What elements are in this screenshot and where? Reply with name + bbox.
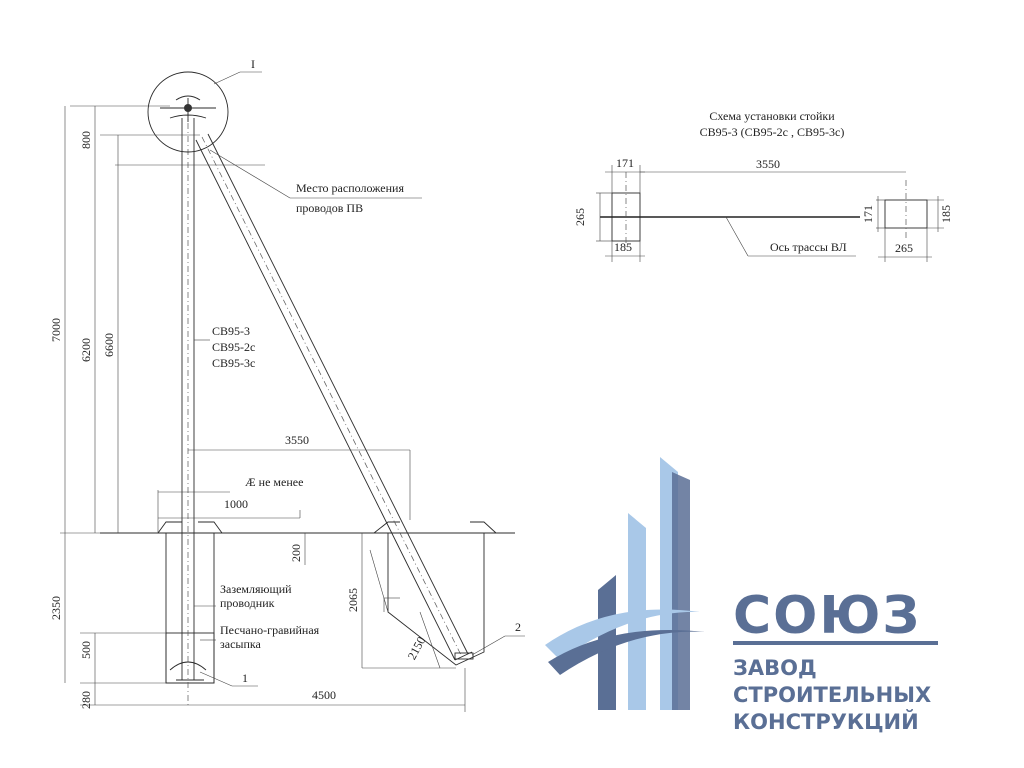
main-drawing: I 7000 800 6200 6600 2350 — [49, 57, 525, 712]
wires-location-label: Место расположения проводов ПВ — [209, 149, 422, 215]
min-1000-note: Æ не менее 1000 — [158, 475, 303, 519]
svg-text:3550: 3550 — [285, 433, 309, 447]
svg-text:1: 1 — [242, 671, 248, 685]
svg-text:265: 265 — [573, 208, 587, 226]
strut-foundation — [369, 521, 497, 666]
callout-1: 1 — [199, 671, 258, 687]
svg-text:171: 171 — [616, 156, 634, 170]
svg-text:Заземляющий: Заземляющий — [220, 582, 292, 596]
svg-text:проводов ПВ: проводов ПВ — [296, 201, 363, 215]
dim-4500: 4500 — [188, 668, 466, 712]
logo-bar-4 — [672, 472, 690, 710]
dim-3550-main: 3550 — [188, 433, 411, 520]
callout-2: 2 — [471, 620, 525, 656]
post-types-label: СВ95-3 СВ95-2с СВ95-3с — [194, 324, 255, 370]
dim-2350: 2350 — [49, 596, 63, 620]
detail-callout-circle: I — [147, 57, 262, 153]
dim-280: 280 — [79, 691, 93, 709]
svg-text:2065: 2065 — [346, 588, 360, 612]
dim-500: 500 — [79, 641, 93, 659]
svg-text:Æ не менее: Æ не менее — [245, 475, 303, 489]
plan-title-line2: СВ95-3 (СВ95-2с , СВ95-3с) — [700, 125, 845, 139]
svg-text:185: 185 — [614, 240, 632, 254]
svg-text:4500: 4500 — [312, 688, 336, 702]
svg-text:200: 200 — [289, 544, 303, 562]
ground-conductor-label: Заземляющий проводник — [194, 582, 292, 610]
svg-text:2150: 2150 — [405, 634, 429, 662]
svg-text:185: 185 — [939, 205, 953, 223]
logo-line1: ЗАВОД — [733, 656, 817, 680]
dim-6200: 6200 — [79, 338, 93, 362]
plan-scheme: Схема установки стойки СВ95-3 (СВ95-2с ,… — [573, 109, 953, 262]
dim-800: 800 — [79, 131, 93, 149]
svg-text:проводник: проводник — [220, 596, 275, 610]
dim-200: 200 — [289, 533, 306, 565]
svg-text:1000: 1000 — [224, 497, 248, 511]
dim-7000: 7000 — [49, 318, 63, 342]
main-post — [169, 110, 207, 705]
company-logo: СОЮЗ ЗАВОД СТРОИТЕЛЬНЫХ КОНСТРУКЦИЙ — [545, 457, 938, 734]
svg-text:Место расположения: Место расположения — [296, 181, 404, 195]
route-axis-label: Ось трассы ВЛ — [770, 240, 847, 254]
svg-text:засыпка: засыпка — [220, 637, 262, 651]
plan-title-line1: Схема установки стойки — [709, 109, 835, 123]
logo-line2: СТРОИТЕЛЬНЫХ — [733, 683, 931, 707]
svg-text:Песчано-гравийная: Песчано-гравийная — [220, 623, 320, 637]
dim-6600: 6600 — [102, 333, 116, 357]
svg-text:265: 265 — [895, 241, 913, 255]
strut-pit-dimensions: 2065 2150 — [346, 533, 456, 669]
svg-text:СВ95-2с: СВ95-2с — [212, 340, 255, 354]
logo-divider — [733, 641, 938, 645]
logo-swoosh-dark — [548, 630, 705, 675]
svg-text:СВ95-3: СВ95-3 — [212, 324, 250, 338]
logo-line3: КОНСТРУКЦИЙ — [733, 709, 919, 734]
vertical-dimensions: 7000 800 6200 6600 2350 500 280 — [49, 105, 265, 709]
svg-text:171: 171 — [861, 205, 875, 223]
callout-I: I — [251, 57, 255, 71]
strut-post — [195, 133, 474, 661]
backfill-label: Песчано-гравийная засыпка — [200, 623, 320, 651]
svg-text:СВ95-3с: СВ95-3с — [212, 356, 255, 370]
svg-text:3550: 3550 — [756, 157, 780, 171]
svg-text:2: 2 — [515, 620, 521, 634]
post-foundation — [157, 490, 223, 684]
logo-name: СОЮЗ — [733, 586, 921, 646]
